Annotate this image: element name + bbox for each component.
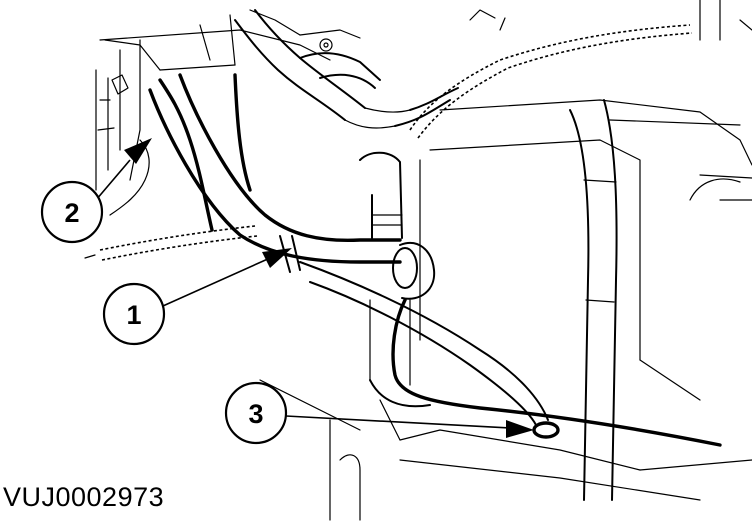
main-pipe <box>148 73 402 273</box>
left-wiring-harness <box>84 139 258 261</box>
callout-2: 2 <box>40 138 152 244</box>
callout-3-arrow <box>506 420 534 438</box>
callout-2-circle <box>40 180 104 244</box>
callout-1: 1 <box>102 248 292 346</box>
vertical-bracket <box>569 99 618 501</box>
callout-1-circle <box>102 282 166 346</box>
figure-id-label: VUJ0002973 <box>3 482 165 512</box>
upper-left-body-panels <box>95 9 361 191</box>
lower-panels <box>259 379 752 521</box>
callout-2-number: 2 <box>64 198 79 228</box>
callout-3-circle <box>224 381 288 445</box>
right-housing-panel <box>419 99 752 401</box>
upper-hoses <box>234 9 459 129</box>
upper-wiring-harness <box>409 0 752 139</box>
connector-body <box>359 151 436 408</box>
callout-1-arrow <box>262 248 292 268</box>
callout-1-number: 1 <box>126 300 141 330</box>
callout-2-arrow <box>124 138 152 164</box>
lower-tube <box>299 261 722 447</box>
callout-3-number: 3 <box>248 399 263 429</box>
callout-3: 3 <box>224 381 534 445</box>
